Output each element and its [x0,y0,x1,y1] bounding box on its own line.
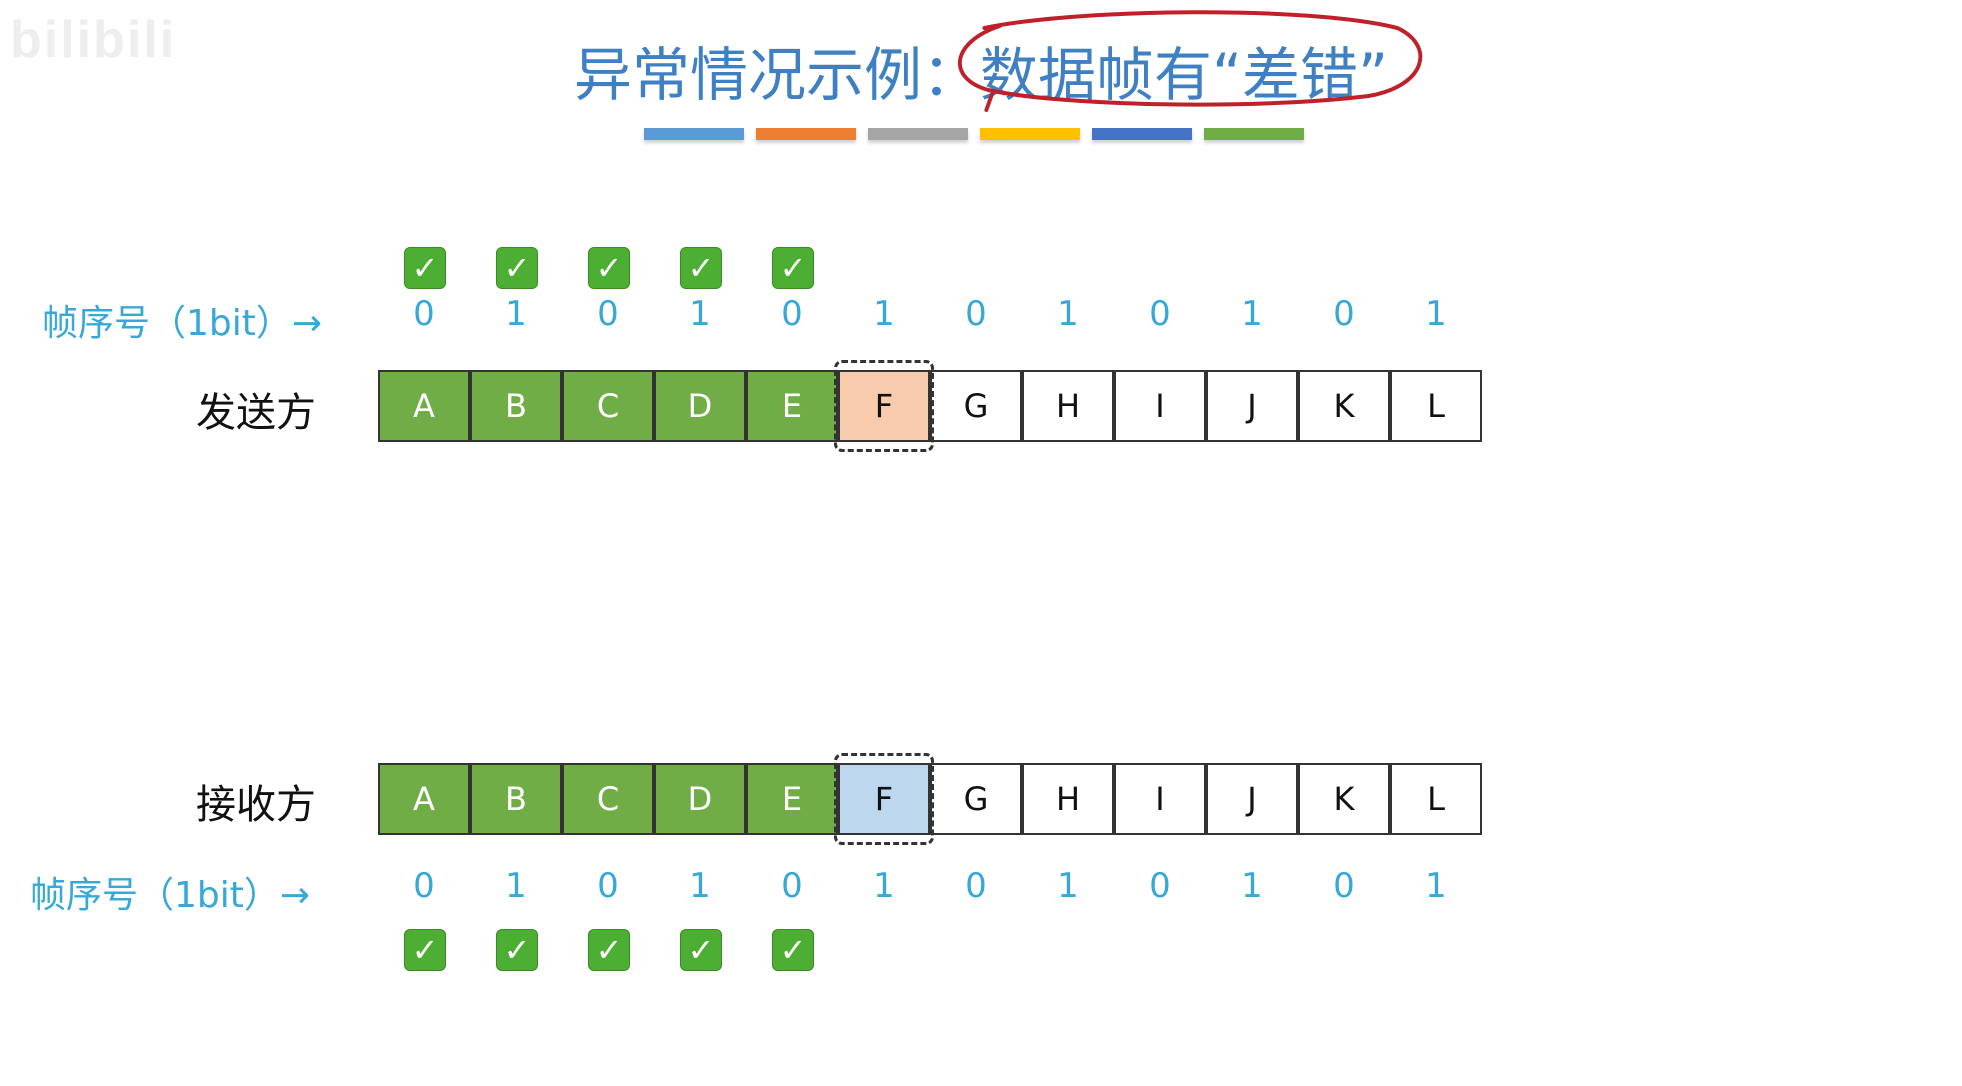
color-bar [868,128,968,140]
sender-frame-j: J [1206,370,1298,442]
color-bar [1204,128,1304,140]
receiver-seq-number: 1 [873,866,895,906]
receiver-frame-a: A [378,763,470,835]
sender-check-icon: ✓ [588,247,630,289]
receiver-frame-l: L [1390,763,1482,835]
receiver-seq-number: 0 [597,866,619,906]
sender-frame-h: H [1022,370,1114,442]
receiver-seq-number: 1 [1057,866,1079,906]
sender-frame-g: G [930,370,1022,442]
sender-seq-number: 1 [1425,294,1447,334]
receiver-frame-f: F [838,763,930,835]
receiver-frame-h: H [1022,763,1114,835]
receiver-seq-number: 0 [413,866,435,906]
receiver-seq-number: 1 [1241,866,1263,906]
receiver-seq-number: 0 [965,866,987,906]
sender-check-icon: ✓ [680,247,722,289]
sender-label: 发送方 [196,390,316,436]
receiver-seq-label: 帧序号（1bit）→ [30,875,311,916]
receiver-frame-e: E [746,763,838,835]
sender-seq-number: 1 [505,294,527,334]
sender-frame-b: B [470,370,562,442]
sender-seq-number: 0 [1333,294,1355,334]
receiver-label: 接收方 [196,782,316,828]
sender-frame-e: E [746,370,838,442]
receiver-seq-number: 1 [689,866,711,906]
color-bar [756,128,856,140]
receiver-check-icon: ✓ [680,929,722,971]
title-prefix: 异常情况示例： [573,41,980,109]
sender-seq-number: 1 [1241,294,1263,334]
sender-seq-number: 1 [689,294,711,334]
sender-seq-number: 0 [1149,294,1171,334]
receiver-check-icon: ✓ [404,929,446,971]
receiver-check-icon: ✓ [588,929,630,971]
sender-seq-number: 0 [597,294,619,334]
sender-check-icon: ✓ [404,247,446,289]
sender-frame-l: L [1390,370,1482,442]
receiver-check-icon: ✓ [496,929,538,971]
sender-frame-k: K [1298,370,1390,442]
receiver-current-frame-outline [834,753,934,845]
receiver-seq-number: 0 [1149,866,1171,906]
sender-frame-a: A [378,370,470,442]
page-title: 异常情况示例：数据帧有“差错” [0,10,1962,112]
sender-seq-number: 0 [781,294,803,334]
color-bar [644,128,744,140]
sender-seq-number: 0 [413,294,435,334]
receiver-frame-c: C [562,763,654,835]
receiver-check-icon: ✓ [772,929,814,971]
title-highlight-group: 数据帧有“差错” [958,10,1423,112]
sender-seq-number: 0 [965,294,987,334]
receiver-frame-g: G [930,763,1022,835]
receiver-seq-number: 0 [1333,866,1355,906]
sender-seq-number: 1 [1057,294,1079,334]
receiver-frame-k: K [1298,763,1390,835]
sender-current-frame-outline [834,360,934,452]
receiver-frame-d: D [654,763,746,835]
highlight-ring [958,10,1423,112]
watermark-logo: bilibili [10,11,177,69]
sender-check-icon: ✓ [772,247,814,289]
sender-seq-label: 帧序号（1bit）→ [42,303,323,344]
receiver-seq-number: 1 [1425,866,1447,906]
receiver-frame-i: I [1114,763,1206,835]
color-bar [1092,128,1192,140]
receiver-seq-number: 0 [781,866,803,906]
receiver-seq-number: 1 [505,866,527,906]
sender-frame-c: C [562,370,654,442]
sender-frame-i: I [1114,370,1206,442]
color-bar [980,128,1080,140]
sender-seq-number: 1 [873,294,895,334]
sender-frame-d: D [654,370,746,442]
sender-frame-f: F [838,370,930,442]
sender-check-icon: ✓ [496,247,538,289]
receiver-frame-j: J [1206,763,1298,835]
receiver-frame-b: B [470,763,562,835]
